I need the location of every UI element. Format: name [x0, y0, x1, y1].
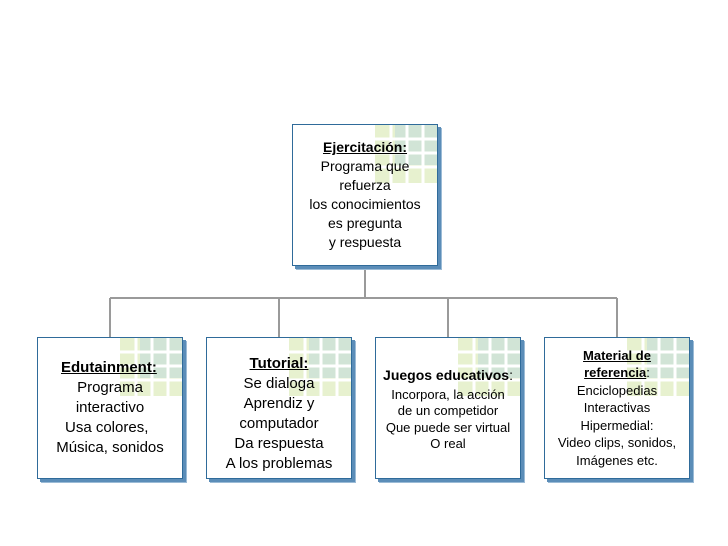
- decorative-stripes-icon: [375, 125, 437, 183]
- decorative-stripes-icon: [458, 338, 520, 396]
- node-line: los conocimientos: [309, 196, 421, 212]
- node-line: Se dialoga: [243, 375, 315, 392]
- node-line: Video clips, sonidos,: [557, 435, 677, 451]
- node-line: O real: [430, 436, 466, 452]
- node-title: Material de: [583, 347, 651, 363]
- decorative-stripes-icon: [289, 338, 351, 396]
- node-line: Usa colores,: [65, 419, 149, 436]
- node-line: Imágenes etc.: [576, 452, 658, 468]
- node-title-row: Juegos educativos:: [383, 367, 513, 384]
- node-line: Que puede ser virtual: [385, 419, 511, 435]
- node-line: Enciclopedias: [576, 382, 658, 398]
- node-juegos-educativos: Juegos educativos: Incorpora, la acción …: [375, 337, 521, 479]
- node-title: Edutainment:: [61, 359, 157, 376]
- node-edutainment: Edutainment: Programa interactivo Usa co…: [37, 337, 183, 479]
- node-line: refuerza: [339, 177, 391, 193]
- node-title-suffix: :: [509, 367, 513, 384]
- node-material-de-referencia: Material de referencia: Enciclopedias In…: [544, 337, 690, 479]
- node-line: Interactivas: [583, 400, 651, 416]
- node-line: computador: [239, 415, 319, 432]
- decorative-stripes-icon: [627, 338, 689, 396]
- node-tutorial: Tutorial: Se dialoga Aprendiz y computad…: [206, 337, 352, 479]
- node-line: Da respuesta: [234, 435, 324, 452]
- node-line: y respuesta: [328, 234, 402, 250]
- node-line: es pregunta: [328, 215, 402, 231]
- node-line: interactivo: [75, 399, 145, 416]
- node-title: referencia: [584, 365, 647, 381]
- node-title: Ejercitación:: [322, 139, 408, 155]
- node-title: Tutorial:: [249, 355, 309, 372]
- decorative-stripes-icon: [120, 338, 182, 396]
- node-line: A los problemas: [225, 455, 333, 472]
- node-line: Música, sonidos: [56, 439, 164, 456]
- node-line: Hipermedial:: [580, 417, 654, 433]
- node-line: de un competidor: [397, 403, 499, 419]
- node-ejercitacion: Ejercitación: Programa que refuerza los …: [292, 124, 438, 266]
- node-title: Juegos educativos: [383, 367, 510, 384]
- node-line: Programa: [77, 379, 143, 396]
- node-line: Aprendiz y: [243, 395, 315, 412]
- node-line: Programa que: [320, 158, 410, 174]
- node-title-suffix: :: [646, 365, 650, 381]
- node-line: Incorpora, la acción: [391, 386, 505, 402]
- node-title-row: referencia:: [584, 364, 650, 382]
